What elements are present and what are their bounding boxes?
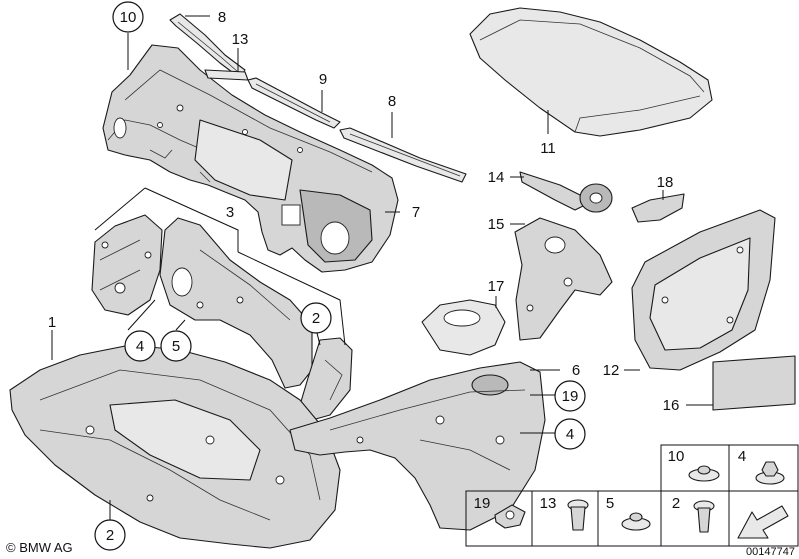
callout-4-left: 4 bbox=[124, 330, 156, 362]
part-parcel-shelf bbox=[469, 7, 713, 137]
callout-label: 4 bbox=[136, 338, 144, 355]
callout-1: 1 bbox=[48, 314, 56, 331]
part-firewall-insulation bbox=[102, 44, 399, 273]
fastener-tray: 10 4 19 13 5 2 bbox=[465, 444, 799, 547]
brand-text: © BMW AG bbox=[6, 540, 73, 555]
doc-number: 00147747 bbox=[746, 546, 795, 558]
fastener-label: 10 bbox=[668, 448, 685, 465]
callout-12: 12 bbox=[603, 362, 620, 379]
part-wheel-arch-insulation-2 bbox=[299, 337, 353, 421]
fastener-label: 4 bbox=[738, 448, 746, 465]
arrow-icon bbox=[737, 505, 789, 539]
callout-2-bottom: 2 bbox=[94, 519, 126, 551]
part-insulation-pad-18 bbox=[631, 193, 685, 223]
callout-label: 1 bbox=[48, 314, 56, 331]
callout-4-right: 4 bbox=[554, 418, 586, 450]
callout-3: 3 bbox=[226, 204, 234, 221]
callout-label: 11 bbox=[540, 140, 556, 157]
callout-5-left: 5 bbox=[160, 330, 192, 362]
part-seal-strip-8-lower bbox=[339, 127, 467, 183]
fastener-13: 13 bbox=[540, 495, 589, 531]
callout-16: 16 bbox=[663, 397, 680, 414]
callout-label: 18 bbox=[657, 174, 674, 191]
callout-label: 14 bbox=[488, 169, 505, 186]
callout-7: 7 bbox=[412, 204, 420, 221]
callout-label: 13 bbox=[232, 31, 249, 48]
callout-18: 18 bbox=[657, 174, 674, 191]
fastener-label: 13 bbox=[540, 495, 557, 512]
fastener-label: 2 bbox=[672, 495, 680, 512]
callout-8-top: 8 bbox=[218, 9, 226, 26]
doc-number-text: 00147747 bbox=[746, 546, 795, 558]
callout-2-mid: 2 bbox=[300, 302, 332, 334]
callout-15: 15 bbox=[488, 216, 505, 233]
callout-13: 13 bbox=[232, 31, 249, 48]
part-wheel-arch-insulation-mid bbox=[159, 217, 313, 389]
callout-label: 6 bbox=[572, 362, 580, 379]
part-bowl-insulator-17 bbox=[421, 299, 506, 356]
fastener-2: 2 bbox=[672, 495, 715, 533]
callout-label: 4 bbox=[566, 426, 574, 443]
brand-logo: © BMW AG bbox=[6, 540, 73, 555]
callout-label: 3 bbox=[226, 204, 234, 221]
callout-label: 19 bbox=[562, 388, 579, 405]
part-insulation-tape-roll bbox=[519, 171, 613, 213]
fastener-label: 19 bbox=[474, 495, 491, 512]
callout-label: 5 bbox=[172, 338, 180, 355]
callout-label: 10 bbox=[120, 9, 137, 26]
part-wheelhouse-insulation-6 bbox=[289, 361, 546, 531]
leader-lines bbox=[51, 15, 713, 520]
callout-label: 2 bbox=[312, 310, 320, 327]
part-door-insulation-12 bbox=[631, 209, 776, 371]
callout-6: 6 bbox=[572, 362, 580, 379]
part-flat-pad-16 bbox=[712, 355, 796, 411]
fastener-4: 4 bbox=[738, 448, 785, 485]
callout-label: 8 bbox=[218, 9, 226, 26]
callout-8-mid: 8 bbox=[388, 93, 396, 110]
fastener-19: 19 bbox=[474, 495, 526, 529]
callout-label: 12 bbox=[603, 362, 620, 379]
fastener-label: 5 bbox=[606, 495, 614, 512]
callout-11: 11 bbox=[540, 140, 556, 157]
callout-label: 2 bbox=[106, 527, 114, 544]
callout-label: 16 bbox=[663, 397, 680, 414]
callout-9: 9 bbox=[319, 71, 327, 88]
callout-19: 19 bbox=[554, 380, 586, 412]
callout-label: 8 bbox=[388, 93, 396, 110]
part-floor-insulation bbox=[9, 344, 341, 549]
fastener-10: 10 bbox=[668, 448, 720, 482]
part-seal-strip-13 bbox=[204, 69, 249, 81]
part-side-insulation-15 bbox=[514, 217, 613, 341]
part-cowl-strip-9 bbox=[247, 77, 341, 129]
part-wheel-arch-insulation-left bbox=[91, 214, 163, 316]
fastener-5: 5 bbox=[606, 495, 651, 531]
callout-label: 7 bbox=[412, 204, 420, 221]
callout-label: 15 bbox=[488, 216, 505, 233]
callout-17: 17 bbox=[488, 278, 505, 295]
callout-label: 9 bbox=[319, 71, 327, 88]
callout-10-top: 10 bbox=[112, 1, 144, 33]
callout-label: 17 bbox=[488, 278, 505, 295]
callout-14: 14 bbox=[488, 169, 505, 186]
